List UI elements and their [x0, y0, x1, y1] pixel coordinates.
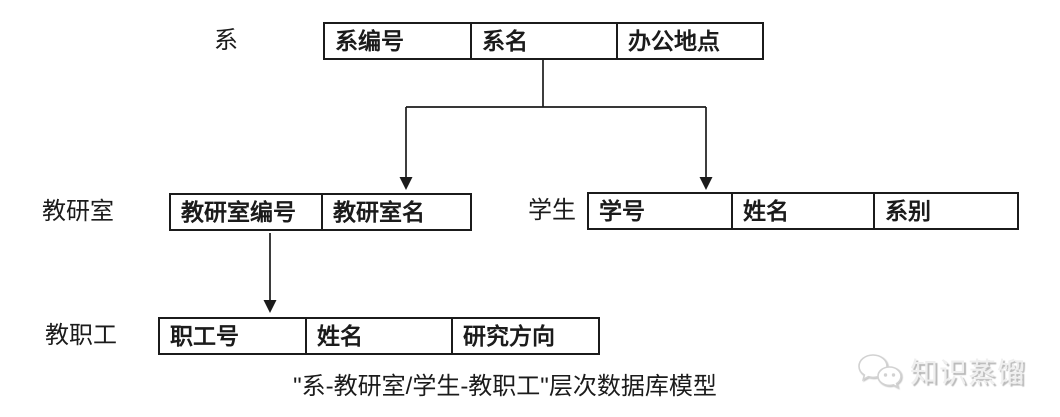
- arrowhead-to-office: [399, 177, 413, 190]
- field-cell-staff-name: 姓名: [305, 319, 451, 353]
- chat-bubble-eye-left: [883, 373, 888, 377]
- record-label-office: 教研室: [42, 198, 114, 225]
- chat-bubbles-icon: [858, 354, 902, 389]
- record-table-staff: 职工号 姓名 研究方向: [158, 317, 600, 355]
- field-cell-dept-id: 系编号: [335, 28, 404, 54]
- field-cell-staff-id: 职工号: [170, 323, 239, 349]
- field-cell-student-id: 学号: [599, 198, 645, 224]
- record-label-student: 学生: [528, 197, 576, 224]
- arrowhead-to-staff: [263, 300, 277, 313]
- arrowhead-to-student: [699, 177, 713, 190]
- field-cell-staff-research: 研究方向: [451, 319, 598, 353]
- record-label-dept: 系: [214, 27, 238, 54]
- chat-bubble-eye-right: [891, 373, 896, 377]
- field-cell-office-name: 教研室名: [321, 195, 470, 229]
- record-table-office: 教研室编号 教研室名: [169, 193, 472, 231]
- watermark: 知识蒸馏: [856, 352, 1026, 394]
- field-cell-dept-location: 办公地点: [616, 24, 762, 58]
- field-cell-student-name: 姓名: [731, 194, 873, 228]
- field-cell-office-id: 教研室编号: [181, 199, 296, 225]
- chat-bubble-front: [877, 366, 902, 389]
- watermark-text: 知识蒸馏: [910, 357, 1027, 388]
- record-table-dept: 系编号 系名 办公地点: [323, 22, 764, 60]
- field-cell-dept-name: 系名: [470, 24, 616, 58]
- field-cell-student-dept: 系别: [873, 194, 1017, 228]
- diagram-caption: "系-教研室/学生-教职工"层次数据库模型: [293, 373, 717, 400]
- record-table-student: 学号 姓名 系别: [587, 192, 1019, 230]
- record-label-staff: 教职工: [45, 322, 117, 349]
